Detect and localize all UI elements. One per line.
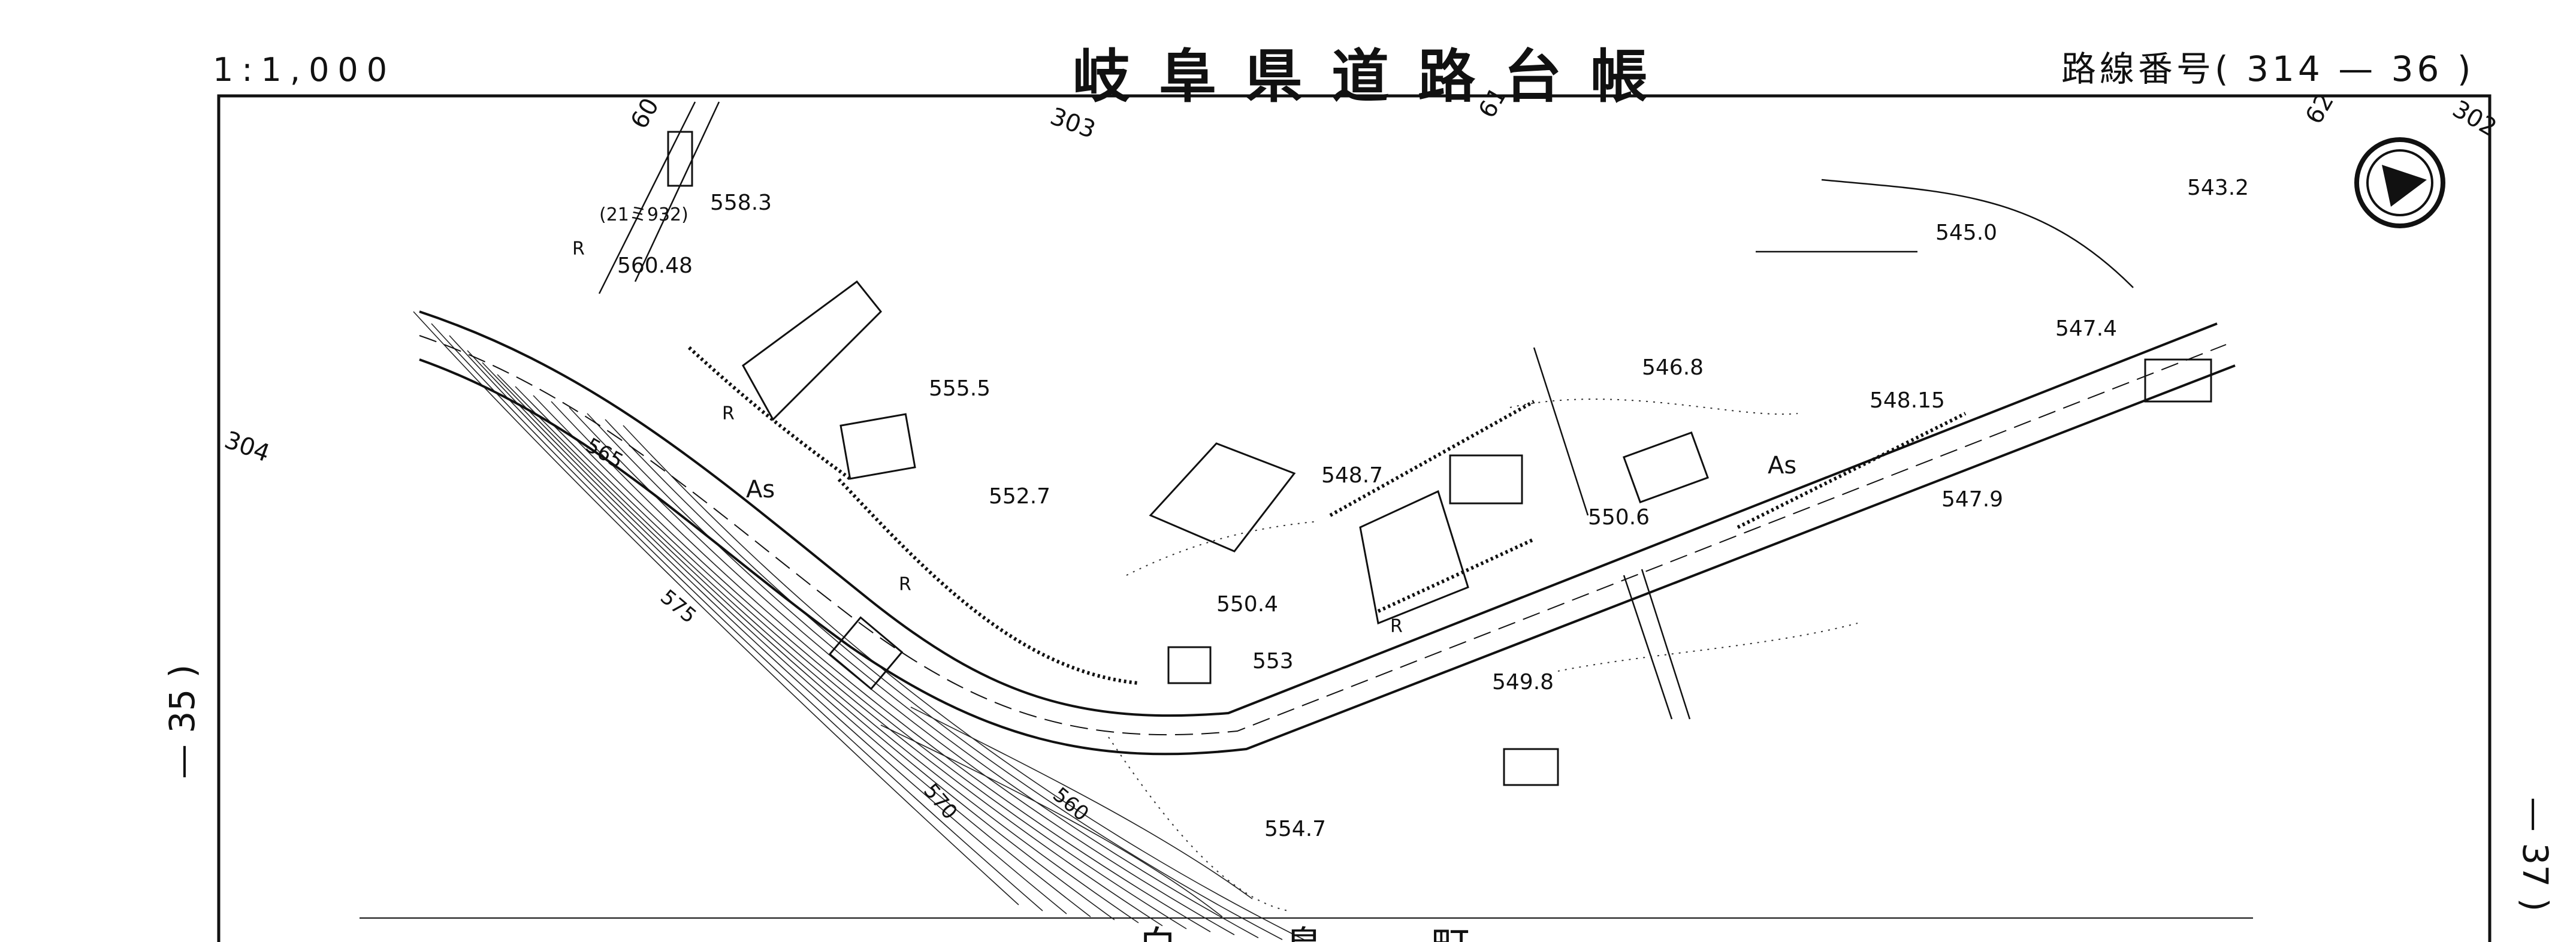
map-title: 岐阜県道路台帳 [1073,43,1677,110]
grid-label: 302 [2448,95,2501,142]
contour-lines [413,311,1307,941]
elevation-label: 546.8 [1642,355,1704,380]
side-roads [598,101,2134,720]
road-labels: As As [746,452,1796,503]
retaining-walls [687,346,1967,685]
elevation-label: 548.7 [1321,463,1383,488]
spot-elevations: 558.3 560.48 555.5 552.7 548.7 550.4 553… [617,176,2249,841]
parcel-labels: (21ミ932) R R R R [572,204,1403,637]
elevation-label: 550.4 [1216,592,1278,617]
grid-label: 304 [221,426,273,467]
main-road [419,310,2236,756]
road-surface-label: As [1768,452,1796,479]
elevation-label: 543.2 [2187,176,2249,200]
elevation-label: 555.5 [929,376,990,401]
parcel-label: R [572,238,585,259]
parcel-label: (21ミ932) [599,204,688,225]
grid-label: 60 [626,93,665,134]
route-number: 路線番号( 314 — 36 ) [2061,49,2475,89]
parcel-label: R [722,403,735,424]
contour-label: 570 [919,779,962,824]
elevation-label: 548.15 [1870,388,1945,413]
contour-label: 560 [1048,783,1093,826]
map-scale: 1:1,000 [213,51,396,89]
elevation-label: 549.8 [1492,670,1554,695]
elevation-label: 547.4 [2055,316,2117,341]
elevation-label: 558.3 [710,191,772,215]
parcel-label: R [899,574,911,595]
elevation-label: 550.6 [1588,505,1650,530]
grid-labels: 60 303 61 62 304 302 [221,83,2502,468]
dotted-boundaries [1108,398,1858,911]
elevation-label: 545.0 [1935,221,1997,245]
town-name: 白 鳥 町 [1138,924,1518,942]
grid-label: 303 [1047,102,1099,144]
parcel-label: R [1390,616,1403,637]
north-arrow-icon [2354,137,2445,228]
grid-label: 61 [1473,83,1512,123]
elevation-label: 560.48 [617,253,693,278]
road-surface-label: As [746,476,775,503]
elevation-label: 554.7 [1264,817,1326,841]
elevation-label: 547.9 [1941,487,2003,512]
elevation-label: 552.7 [989,484,1050,509]
map-frame [217,94,2492,942]
elevation-label: 553 [1252,649,1294,674]
